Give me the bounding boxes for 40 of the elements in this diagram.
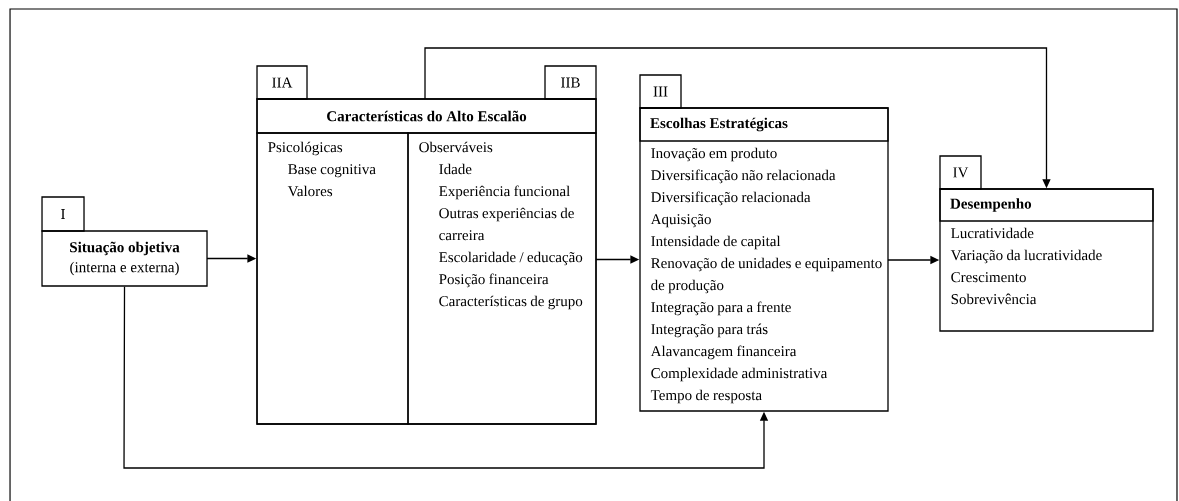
list-item: Psicológicas	[268, 141, 343, 156]
list-item: Idade	[439, 163, 472, 175]
list-box	[639, 74, 889, 412]
list-item: Observáveis	[419, 141, 493, 153]
list-item: Intensidade de capital	[651, 235, 781, 250]
list-item: Base cognitiva	[288, 164, 376, 178]
list-item: Experiência funcional	[439, 185, 570, 200]
column-box	[407, 132, 597, 425]
tab-label: IIA	[256, 65, 308, 100]
column-box	[256, 132, 409, 425]
list-item: Alavancagem financeira	[650, 345, 797, 360]
list-item: Escolaridade / educação	[439, 251, 583, 266]
list-item: Inovação em produto	[651, 147, 777, 162]
list-item: Variação da lucratividade	[950, 249, 1102, 264]
header-box: Desempenho	[939, 188, 1154, 222]
list-item: Outras experiências de carreira	[439, 207, 574, 241]
list-box	[939, 155, 1154, 332]
list-item: Diversificação não relacionada	[651, 169, 836, 184]
list-item: Diversificação relacionada	[651, 191, 811, 206]
heading: Situação objetiva	[70, 241, 180, 256]
tab-label: IV	[939, 155, 982, 190]
list-item: Características de grupo	[439, 295, 583, 310]
subheading: (interna e externa)	[70, 261, 179, 276]
list-item: Sobrevivência	[951, 293, 1037, 305]
tab-label: III	[639, 74, 682, 109]
list-item: Aquisição	[650, 213, 711, 228]
list-item: Renovação de unidades e equipamento de produção	[651, 257, 882, 294]
header-box: Escolhas Estratégicas	[639, 107, 889, 142]
header-box: Características do Alto Escalão	[256, 98, 597, 134]
tab-label: IIB	[544, 65, 597, 100]
list-item: Posição financeira	[439, 273, 549, 288]
tab-label: I	[41, 196, 85, 232]
list-item: Integração para a frente	[651, 301, 791, 316]
list-item: Tempo de resposta	[650, 389, 762, 404]
list-item: Complexidade administrativa	[651, 367, 828, 382]
situation-box	[41, 196, 208, 287]
list-item: Integração para trás	[651, 323, 768, 338]
list-item: Crescimento	[951, 272, 1026, 283]
list-item: Lucratividade	[951, 227, 1034, 239]
list-item: Valores	[287, 185, 333, 197]
